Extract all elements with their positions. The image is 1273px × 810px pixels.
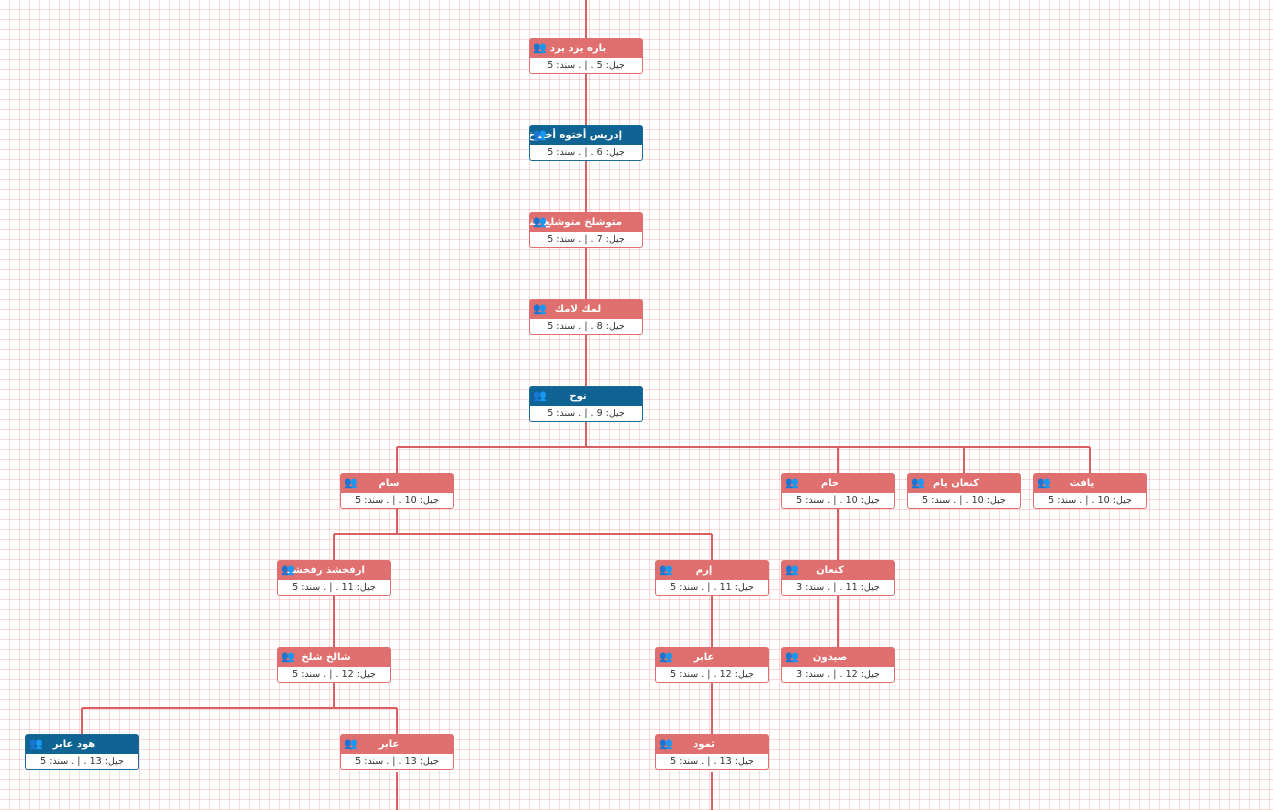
person-name: 👥ارفخشذ رفخشد — [278, 561, 390, 580]
person-node[interactable]: 👥إدريس أختوه أختوخ خنوخ جيل: 6 . | . سند:… — [529, 125, 643, 161]
generation-chain-info: جيل: 5 . | . سند: 5 — [547, 60, 625, 71]
person-name-text: نوح — [569, 391, 587, 402]
person-node[interactable]: 👥 لمك لامك جيل: 8 . | . سند: 5 — [529, 299, 643, 335]
people-icon[interactable]: 👥 — [659, 563, 673, 576]
person-name: 👥 نوح — [530, 387, 642, 406]
generation-chain-info: جيل: 10 . | . سند: 5 — [922, 495, 1006, 506]
person-name-text: متوشلخ متوشلغ متشولح — [530, 217, 622, 228]
generation-chain-info: جيل: 7 . | . سند: 5 — [547, 234, 625, 245]
people-icon[interactable]: 👥 — [533, 389, 547, 402]
people-icon[interactable]: 👥 — [659, 737, 673, 750]
people-icon[interactable]: 👥 — [785, 650, 799, 663]
people-icon[interactable]: 👥 — [659, 650, 673, 663]
person-name: 👥 كنعان يام — [908, 474, 1020, 493]
people-icon[interactable]: 👥 — [785, 476, 799, 489]
person-node[interactable]: 👥 ثمود جيل: 13 . | . سند: 5 — [655, 734, 769, 770]
generation-chain-info: جيل: 13 . | . سند: 5 — [40, 756, 124, 767]
person-name-text: شالخ شلخ — [301, 652, 351, 663]
person-node[interactable]: 👥 سام جيل: 10 . | . سند: 5 — [340, 473, 454, 509]
person-name-text: لمك لامك — [554, 304, 602, 315]
people-icon[interactable]: 👥 — [911, 476, 925, 489]
people-icon[interactable]: 👥 — [281, 563, 295, 576]
generation-chain-info: جيل: 12 . | . سند: 5 — [670, 669, 754, 680]
person-name: 👥 سام — [341, 474, 453, 493]
person-name-text: كنعان — [816, 565, 844, 576]
people-icon[interactable]: 👥 — [533, 128, 547, 141]
person-name: 👥 صيدون — [782, 648, 894, 667]
person-name: 👥 لمك لامك — [530, 300, 642, 319]
person-node[interactable]: 👥 كنعان يام جيل: 10 . | . سند: 5 — [907, 473, 1021, 509]
generation-chain-info: جيل: 11 . | . سند: 3 — [796, 582, 880, 593]
person-name: 👥 عابر — [341, 735, 453, 754]
person-name-text: سام — [378, 478, 400, 489]
person-name: 👥 ثمود — [656, 735, 768, 754]
people-icon[interactable]: 👥 — [1037, 476, 1051, 489]
people-icon[interactable]: 👥 — [533, 302, 547, 315]
people-icon[interactable]: 👥 — [785, 563, 799, 576]
person-name-text: ثمود — [693, 739, 715, 750]
person-node[interactable]: 👥 إرم جيل: 11 . | . سند: 5 — [655, 560, 769, 596]
person-node[interactable]: 👥 كنعان جيل: 11 . | . سند: 3 — [781, 560, 895, 596]
generation-chain-info: جيل: 6 . | . سند: 5 — [547, 147, 625, 158]
generation-chain-info: جيل: 13 . | . سند: 5 — [355, 756, 439, 767]
person-node[interactable]: 👥 شالخ شلخ جيل: 12 . | . سند: 5 — [277, 647, 391, 683]
person-name: 👥 يافث — [1034, 474, 1146, 493]
person-name-text: حام — [820, 478, 840, 489]
person-name-text: باره يزد يرد — [549, 43, 607, 54]
person-name: 👥متوشلخ متوشلغ متشولح — [530, 213, 642, 232]
person-name-text: ارفخشذ رفخشد — [287, 565, 365, 576]
generation-chain-info: جيل: 13 . | . سند: 5 — [670, 756, 754, 767]
generation-chain-info: جيل: 11 . | . سند: 5 — [292, 582, 376, 593]
person-name-text: إدريس أختوه أختوخ خنوخ — [530, 130, 622, 141]
person-node[interactable]: 👥متوشلخ متوشلغ متشولح جيل: 7 . | . سند: 5 — [529, 212, 643, 248]
generation-chain-info: جيل: 10 . | . سند: 5 — [796, 495, 880, 506]
people-icon[interactable]: 👥 — [533, 215, 547, 228]
generation-chain-info: جيل: 10 . | . سند: 5 — [1048, 495, 1132, 506]
person-name-text: يافث — [1069, 478, 1095, 489]
person-name: 👥إدريس أختوه أختوخ خنوخ — [530, 126, 642, 145]
person-name: 👥 هود عابر — [26, 735, 138, 754]
person-node[interactable]: 👥 نوح جيل: 9 . | . سند: 5 — [529, 386, 643, 422]
person-node[interactable]: 👥 عابر جيل: 13 . | . سند: 5 — [340, 734, 454, 770]
generation-chain-info: جيل: 11 . | . سند: 5 — [670, 582, 754, 593]
person-name: 👥 شالخ شلخ — [278, 648, 390, 667]
person-name-text: إرم — [695, 565, 713, 576]
person-node[interactable]: 👥 يافث جيل: 10 . | . سند: 5 — [1033, 473, 1147, 509]
person-node[interactable]: 👥ارفخشذ رفخشد جيل: 11 . | . سند: 5 — [277, 560, 391, 596]
person-name: 👥 كنعان — [782, 561, 894, 580]
generation-chain-info: جيل: 10 . | . سند: 5 — [355, 495, 439, 506]
people-icon[interactable]: 👥 — [281, 650, 295, 663]
person-node[interactable]: 👥باره يزد يرد جيل: 5 . | . سند: 5 — [529, 38, 643, 74]
person-node[interactable]: 👥 عابر جيل: 12 . | . سند: 5 — [655, 647, 769, 683]
person-name-text: كنعان يام — [932, 478, 980, 489]
generation-chain-info: جيل: 9 . | . سند: 5 — [547, 408, 625, 419]
person-name: 👥باره يزد يرد — [530, 39, 642, 58]
people-icon[interactable]: 👥 — [344, 737, 358, 750]
people-icon[interactable]: 👥 — [533, 41, 547, 54]
person-name-text: عابر — [693, 652, 715, 663]
person-name-text: صيدون — [812, 652, 848, 663]
person-node[interactable]: 👥 حام جيل: 10 . | . سند: 5 — [781, 473, 895, 509]
person-name-text: هود عابر — [52, 739, 96, 750]
person-node[interactable]: 👥 صيدون جيل: 12 . | . سند: 3 — [781, 647, 895, 683]
person-name: 👥 عابر — [656, 648, 768, 667]
person-name-text: عابر — [378, 739, 400, 750]
person-node[interactable]: 👥 هود عابر جيل: 13 . | . سند: 5 — [25, 734, 139, 770]
person-name: 👥 إرم — [656, 561, 768, 580]
people-icon[interactable]: 👥 — [29, 737, 43, 750]
generation-chain-info: جيل: 8 . | . سند: 5 — [547, 321, 625, 332]
people-icon[interactable]: 👥 — [344, 476, 358, 489]
generation-chain-info: جيل: 12 . | . سند: 5 — [292, 669, 376, 680]
person-name: 👥 حام — [782, 474, 894, 493]
generation-chain-info: جيل: 12 . | . سند: 3 — [796, 669, 880, 680]
